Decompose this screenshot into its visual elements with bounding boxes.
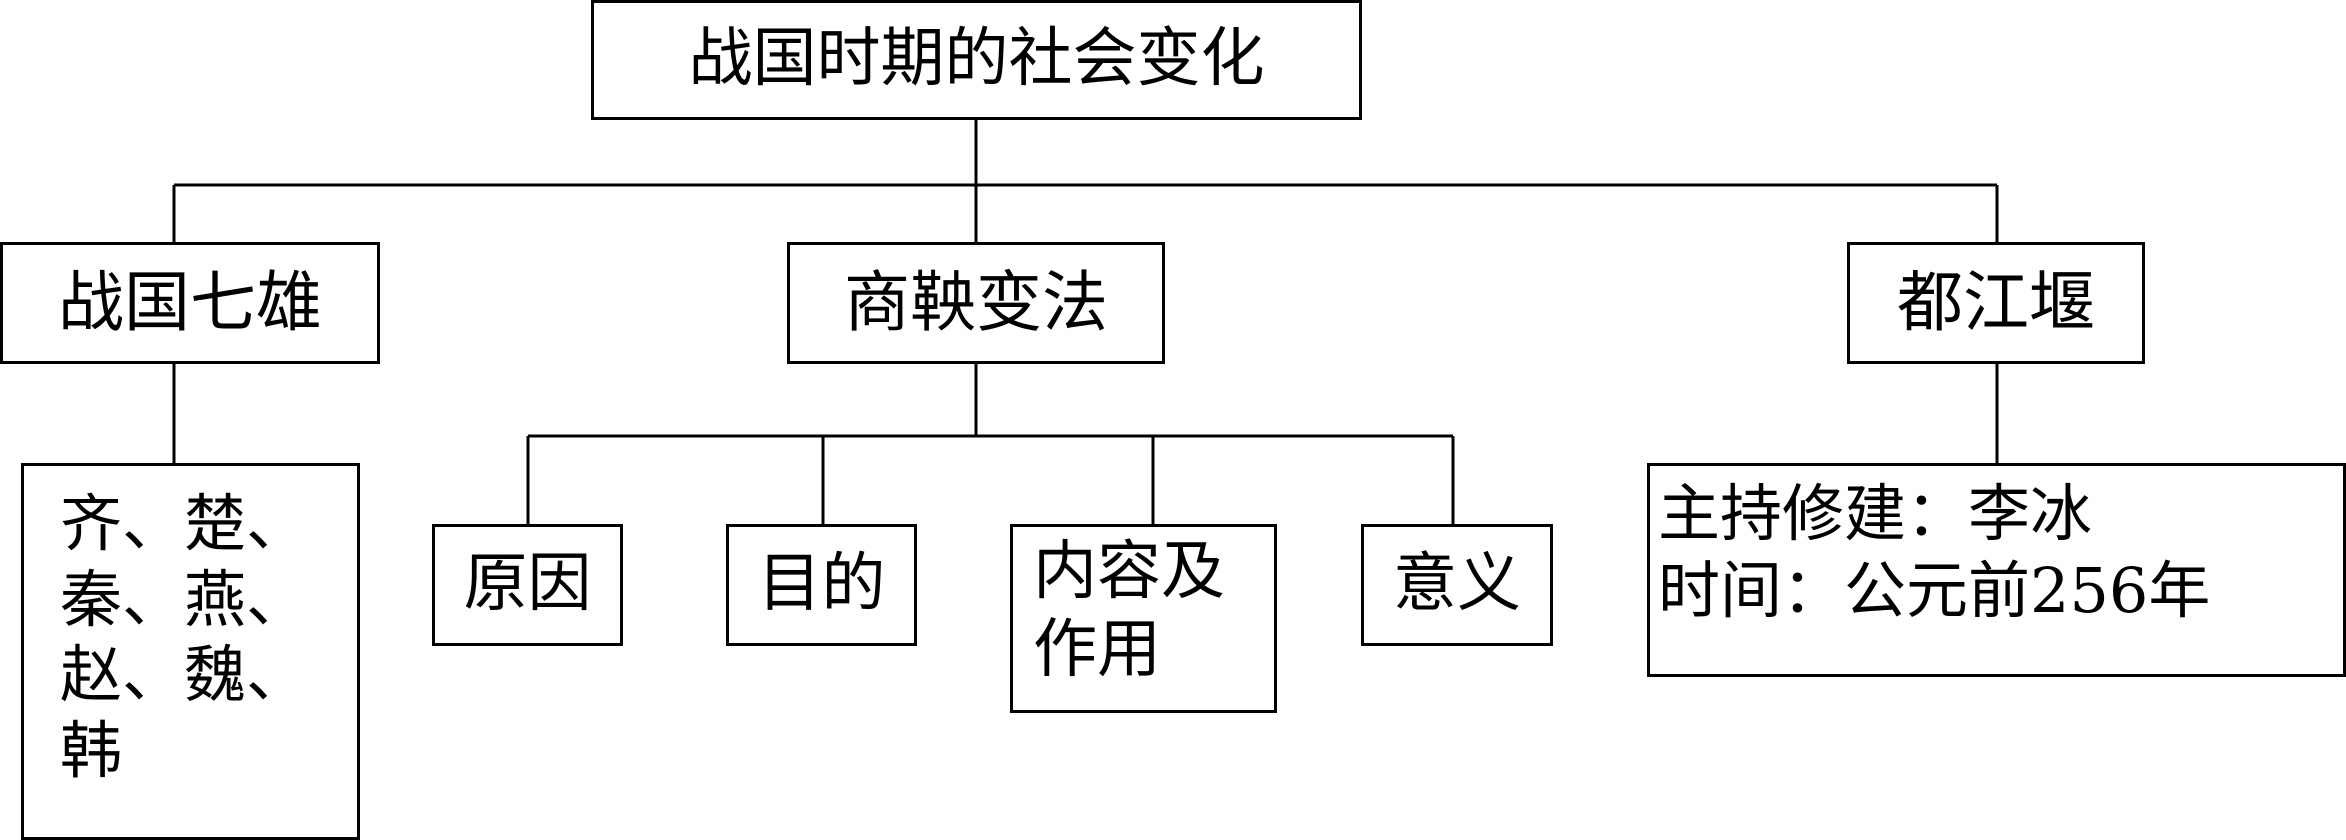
branch-label: 商鞅变法	[844, 264, 1108, 342]
branch-zhanguoqixiong: 战国七雄	[0, 242, 380, 364]
node-neirong-zuoyong: 内容及 作用	[1010, 524, 1277, 713]
seven-states-list: 齐、楚、 秦、燕、 赵、魏、 韩	[21, 463, 360, 840]
text-line: 时间：公元前256年	[1658, 553, 2211, 627]
text-line: 目的	[757, 547, 886, 622]
text-line: 秦、燕、	[60, 562, 309, 636]
text-line: 原因	[463, 547, 592, 622]
text-line: 内容及	[1033, 535, 1225, 609]
text-line: 意义	[1393, 547, 1521, 622]
dujiangyan-details: 主持修建：李冰 时间：公元前256年	[1647, 463, 2346, 677]
branch-label: 战国七雄	[58, 264, 322, 342]
text-line: 韩	[60, 713, 123, 787]
branch-shangyangbianfa: 商鞅变法	[787, 242, 1165, 364]
node-mudi: 目的	[726, 524, 917, 646]
node-yiyi: 意义	[1361, 524, 1553, 646]
text-line: 作用	[1033, 613, 1161, 688]
text-line: 齐、楚、	[60, 487, 309, 560]
node-yuanyin: 原因	[432, 524, 623, 646]
root-title: 战国时期的社会变化	[688, 22, 1265, 97]
root-node: 战国时期的社会变化	[591, 0, 1362, 120]
branch-label: 都江堰	[1897, 264, 2095, 342]
text-line: 赵、魏、	[60, 638, 309, 712]
text-line: 主持修建：李冰	[1658, 477, 2093, 550]
branch-dujiangyan: 都江堰	[1847, 242, 2145, 364]
